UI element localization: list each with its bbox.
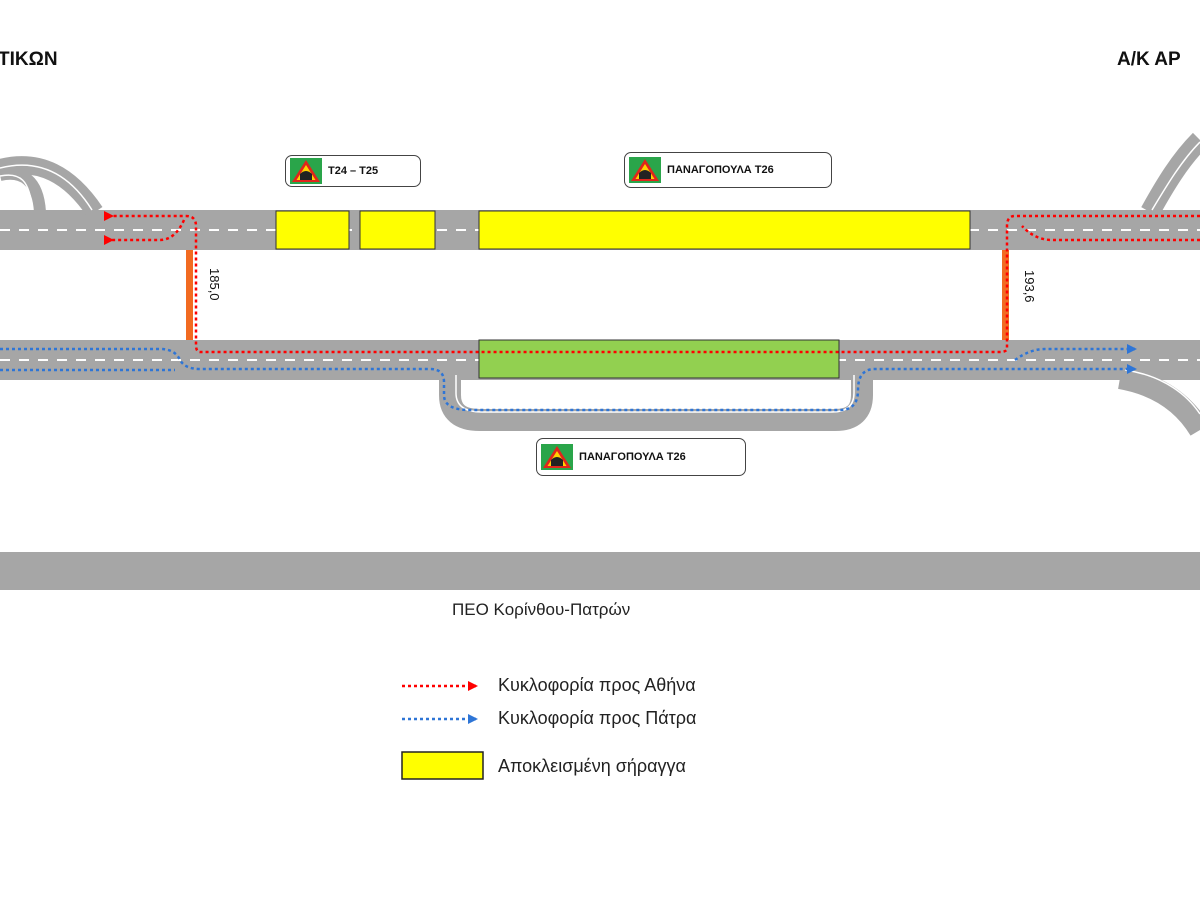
sign-panagopoula-upper: ΠΑΝΑΓΟΠΟΥΛΑ Τ26 (624, 152, 832, 188)
tunnel-warning-icon (290, 158, 322, 184)
closed-tunnel-t24 (275, 210, 350, 250)
legend-item-patras: Κυκλοφορία προς Πάτρα (498, 708, 697, 728)
route-to-patras (0, 347, 1137, 412)
route-to-athens (104, 211, 1200, 354)
old-national-road (0, 552, 1200, 590)
closed-tunnel-t26-upper (478, 210, 971, 250)
crossover-km-193: 193,6 (1022, 270, 1037, 303)
right-ramp-road (1141, 132, 1200, 217)
route-to-athens-lane2-left (104, 219, 186, 245)
sign-label: ΠΑΝΑΓΟΠΟΥΛΑ Τ26 (667, 164, 774, 176)
sign-panagopoula-lower: ΠΑΝΑΓΟΠΟΥΛΑ Τ26 (536, 438, 746, 476)
tunnel-warning-icon (541, 444, 573, 470)
left-title: ΤΙΚΩΝ (0, 49, 58, 70)
crossover-185 (186, 250, 193, 340)
route-to-patras-lane2 (1014, 344, 1137, 362)
tunnel-warning-icon (629, 157, 661, 183)
legend-yellow-box (401, 751, 484, 780)
sign-t24-t25: Τ24 – Τ25 (285, 155, 421, 187)
legend-item-athens: Κυκλοφορία προς Αθήνα (498, 675, 696, 695)
closed-tunnel-t25 (359, 210, 436, 250)
crossover-km-185: 185,0 (207, 268, 222, 301)
crossover-193 (1002, 250, 1009, 340)
right-title: Α/Κ ΑΡ (1117, 49, 1181, 70)
route-to-athens-lane2 (1021, 225, 1200, 242)
left-ramp-inner (0, 167, 46, 213)
bypass-loop-road (439, 375, 873, 431)
old-road-label: ΠΕΟ Κορίνθου-Πατρών (452, 600, 631, 619)
lower-right-ramp (1117, 367, 1200, 436)
sign-label: Τ24 – Τ25 (328, 165, 379, 177)
sign-label: ΠΑΝΑΓΟΠΟΥΛΑ Τ26 (579, 451, 686, 463)
legend-item-closed-tunnel: Αποκλεισμένη σήραγγα (498, 756, 686, 776)
open-tunnel-t26-lower (478, 339, 840, 379)
